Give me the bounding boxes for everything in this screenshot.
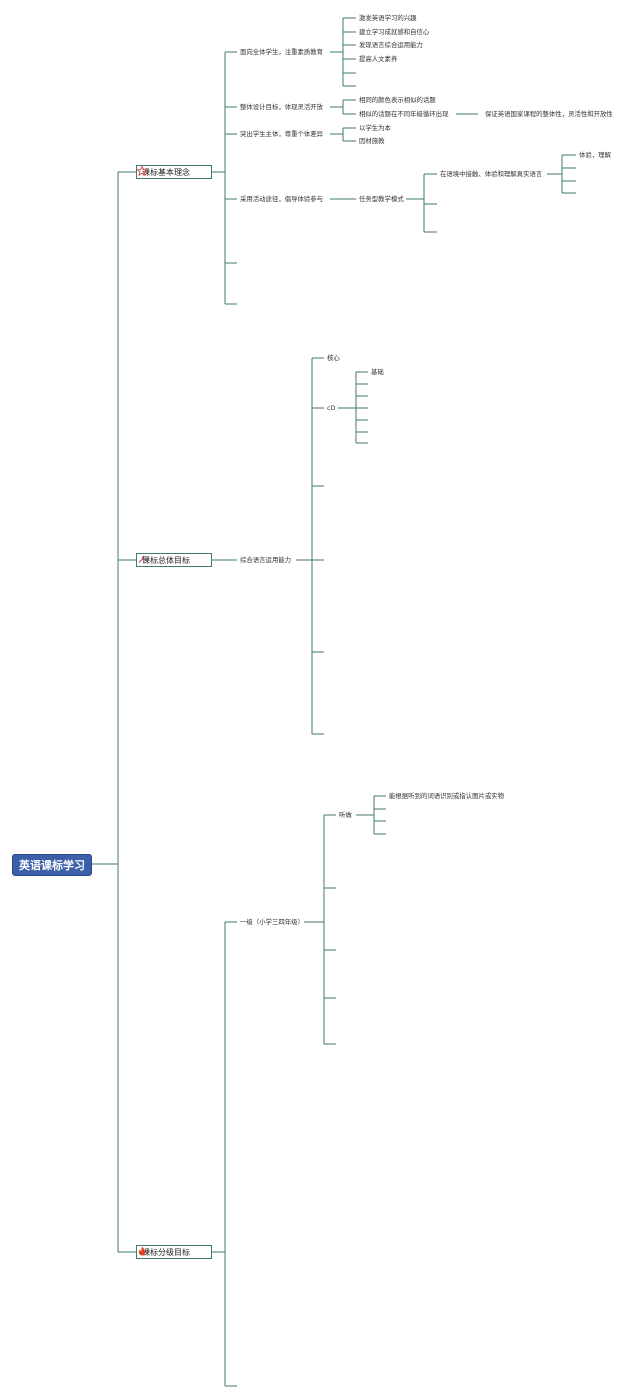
branch-label: 课标分级目标: [142, 1247, 190, 1257]
branch-label: 课标基本理念: [142, 167, 190, 177]
subtopic-note[interactable]: 保证英语国家课程的整体性，灵活性和开放性: [485, 110, 613, 118]
subtopic-item[interactable]: 提高人文素养: [359, 55, 398, 63]
subtopic-cd[interactable]: cD: [327, 404, 336, 412]
topic-language-ability[interactable]: 综合语言运用能力: [240, 556, 292, 564]
subtopic-item[interactable]: 发现语言综合运用能力: [359, 41, 423, 49]
branch-overall-goals[interactable]: 课标总体目标: [136, 553, 212, 567]
branch-level-goals[interactable]: 课标分级目标: [136, 1245, 212, 1259]
subtopic-listen-do[interactable]: 听做: [339, 811, 352, 819]
topic-whole-students[interactable]: 面向全体学生，注重素质教育: [240, 48, 324, 56]
subtopic-task-based[interactable]: 任务型教学模式: [359, 195, 404, 203]
root-topic[interactable]: 英语课标学习: [12, 854, 92, 876]
topic-overall-design[interactable]: 整体设计目标，体现灵活开放: [240, 103, 324, 111]
topic-student-centered[interactable]: 突出学生主体，尊重个体差异: [240, 130, 324, 138]
subtopic-item[interactable]: 相同的颜色表示相似的话题: [359, 96, 436, 104]
branch-basic-concepts[interactable]: 课标基本理念: [136, 165, 212, 179]
topic-activity-approach[interactable]: 采用活动途径，倡导体验参与: [240, 195, 324, 203]
subtopic-item[interactable]: 相似的话题在不同年级循环出现: [359, 110, 449, 118]
subtopic-core[interactable]: 核心: [327, 354, 340, 362]
subtopic-item[interactable]: 建立学习成就感和自信心: [359, 28, 430, 36]
fire-icon: [138, 1246, 146, 1256]
branch-label: 课标总体目标: [142, 555, 190, 565]
subtopic-item[interactable]: 因材施教: [359, 137, 385, 145]
topic-level-one[interactable]: 一级（小学三四年级）: [240, 918, 304, 926]
subtopic-context-language[interactable]: 在语境中接触、体验和理解真实语言: [440, 170, 543, 178]
subtopic-foundation[interactable]: 基础: [371, 368, 384, 376]
subtopic-item[interactable]: 以学生为本: [359, 124, 391, 132]
subtopic-experience[interactable]: 体验，理解: [579, 151, 611, 159]
star-icon: [137, 166, 147, 176]
subtopic-identify-pictures[interactable]: 能根据听到的词语识别或指认图片或实物: [389, 792, 505, 800]
subtopic-item[interactable]: 激发英语学习的兴趣: [359, 14, 417, 22]
tools-icon: [138, 555, 146, 563]
